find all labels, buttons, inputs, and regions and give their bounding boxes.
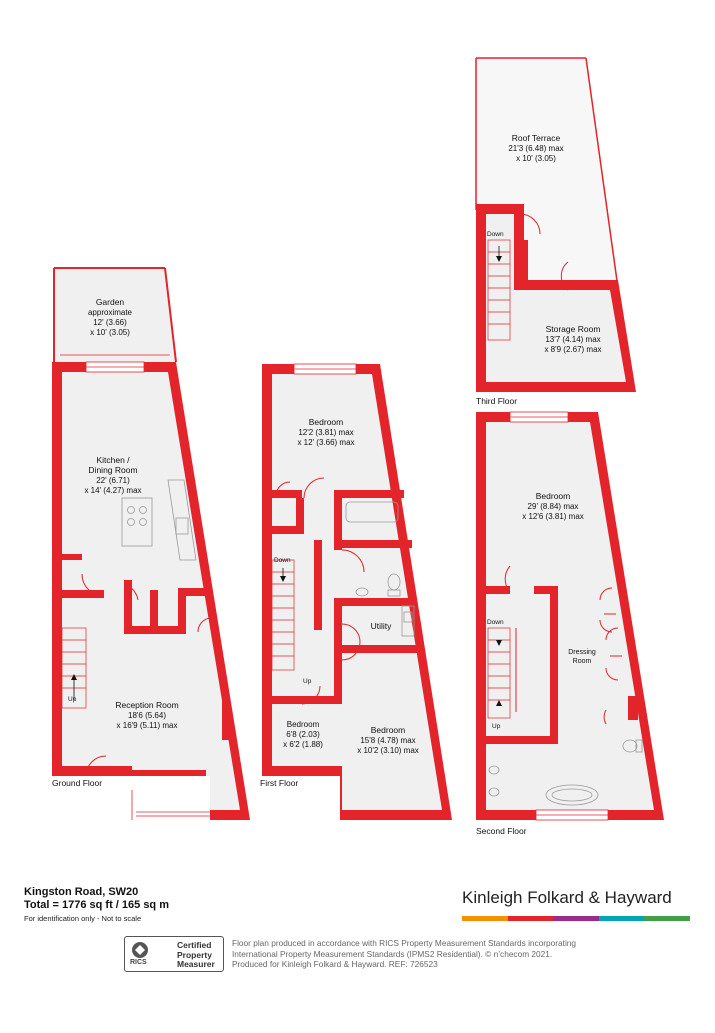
- rics-line-1: Certified: [177, 940, 212, 950]
- garden-area: [54, 268, 176, 362]
- scale-note: For identification only - Not to scale: [24, 914, 142, 923]
- bedroom1-name: Bedroom: [309, 417, 344, 427]
- first-floor-label: First Floor: [260, 778, 298, 788]
- dressing-name-2: Room: [573, 658, 592, 665]
- roof-terrace-name: Roof Terrace: [512, 133, 561, 143]
- bedroom1-label: Bedroom 12'2 (3.81) max x 12' (3.66) max: [297, 417, 354, 447]
- storage-name: Storage Room: [546, 324, 601, 334]
- storage-label: Storage Room 13'7 (4.14) max x 8'9 (2.67…: [544, 324, 601, 354]
- brand-bar-5: [644, 916, 690, 921]
- second-floor-stairs: [487, 627, 517, 719]
- rics-logo-icon: [132, 942, 148, 958]
- second-floor-plan: Bedroom 29' (8.84) max x 12'6 (3.81) max…: [476, 411, 664, 836]
- reception-dim-1: 18'6 (5.64): [128, 711, 166, 720]
- bathtub: [345, 501, 399, 523]
- kitchen-dim-1: 22' (6.71): [96, 476, 130, 485]
- first-floor-stairs: [271, 559, 295, 671]
- rics-org-text: RICS: [130, 959, 147, 966]
- disclaimer-line-1: Floor plan produced in accordance with R…: [232, 938, 577, 948]
- ground-stair-up: Up: [68, 696, 77, 703]
- reception-name: Reception Room: [115, 700, 178, 710]
- dressing-name-1: Dressing: [568, 649, 596, 656]
- bedroom-main-label: Bedroom 29' (8.84) max x 12'6 (3.81) max: [522, 491, 584, 521]
- ground-floor-plan: Garden approximate 12' (3.66) x 10' (3.0…: [52, 267, 250, 820]
- brand-bar-1: [462, 916, 508, 921]
- brand-color-bars: [462, 916, 690, 921]
- brand-bar-3: [553, 916, 599, 921]
- utility-name: Utility: [371, 621, 393, 631]
- garden-approx: approximate: [88, 308, 133, 317]
- freestanding-bath: [545, 784, 599, 806]
- kitchen-name-1: Kitchen /: [96, 455, 130, 465]
- storage-dim-1: 13'7 (4.14) max: [545, 335, 600, 344]
- roof-terrace-dim-1: 21'3 (6.48) max: [508, 144, 563, 153]
- disclaimer-text: Floor plan produced in accordance with R…: [232, 938, 592, 970]
- bedroom-small-name: Bedroom: [287, 720, 320, 729]
- bedroom2-name: Bedroom: [371, 725, 406, 735]
- garden-label: Garden approximate 12' (3.66) x 10' (3.0…: [88, 297, 133, 337]
- rics-line-3: Measurer: [177, 959, 215, 969]
- property-address: Kingston Road, SW20: [24, 886, 139, 898]
- third-floor-label: Third Floor: [476, 396, 517, 406]
- bedroom-small-label: Bedroom 6'8 (2.03) x 6'2 (1.88): [283, 720, 323, 749]
- floor-plan-drawing: Garden approximate 12' (3.66) x 10' (3.0…: [52, 57, 664, 836]
- first-stair-up: Up: [303, 678, 312, 685]
- rics-badge: RICS Certified Property Measurer: [124, 936, 224, 972]
- third-floor-interior: [486, 214, 626, 382]
- bedroom-main-dim-1: 29' (8.84) max: [528, 502, 579, 511]
- garden-name: Garden: [96, 297, 125, 307]
- rics-line-2: Property: [177, 949, 212, 960]
- agency-brand: Kinleigh Folkard & Hayward: [462, 888, 672, 907]
- wardrobes: [599, 587, 622, 725]
- second-floor-label: Second Floor: [476, 826, 527, 836]
- roof-terrace-dim-2: x 10' (3.05): [516, 154, 556, 163]
- disclaimer-line-2: International Property Measurement Stand…: [232, 948, 553, 959]
- second-stair-down: Down: [487, 619, 504, 626]
- first-floor-plan: Bedroom 12'2 (3.81) max x 12' (3.66) max…: [260, 363, 452, 820]
- utility-label: Utility: [371, 621, 393, 631]
- bedroom-main-dim-2: x 12'6 (3.81) max: [522, 512, 584, 521]
- disclaimer-line-3: Produced for Kinleigh Folkard & Hayward.…: [232, 959, 438, 970]
- bedroom-main-name: Bedroom: [536, 491, 571, 501]
- first-stair-down: Down: [274, 557, 291, 564]
- reception-label: Reception Room 18'6 (5.64) x 16'9 (5.11)…: [115, 700, 178, 730]
- bedroom1-dim-2: x 12' (3.66) max: [297, 438, 354, 447]
- utility-sink: [401, 605, 415, 637]
- bedroom-small-dim-1: 6'8 (2.03): [286, 730, 320, 739]
- bedroom1-dim-1: 12'2 (3.81) max: [298, 428, 353, 437]
- second-floor-interior: [486, 422, 654, 810]
- garden-dim-2: x 10' (3.05): [90, 328, 130, 337]
- ground-floor-stairs: [61, 627, 87, 709]
- footer: Kingston Road, SW20 Total = 1776 sq ft /…: [0, 880, 715, 1033]
- property-summary: Kingston Road, SW20 Total = 1776 sq ft /…: [24, 886, 169, 912]
- rics-certification-text: Certified Property Measurer: [177, 940, 215, 970]
- bedroom2-dim-1: 15'8 (4.78) max: [360, 736, 415, 745]
- reception-dim-2: x 16'9 (5.11) max: [117, 721, 178, 730]
- third-floor-stairs: [487, 239, 511, 341]
- bedroom2-dim-2: x 10'2 (3.10) max: [357, 746, 419, 755]
- brand-bar-4: [598, 916, 645, 921]
- kitchen-island: [121, 497, 153, 547]
- third-stair-down: Down: [487, 231, 504, 238]
- property-total-area: Total = 1776 sq ft / 165 sq m: [24, 899, 169, 911]
- ground-floor-label: Ground Floor: [52, 778, 102, 788]
- storage-dim-2: x 8'9 (2.67) max: [544, 345, 601, 354]
- garden-dim-1: 12' (3.66): [93, 318, 127, 327]
- kitchen-dim-2: x 14' (4.27) max: [84, 486, 141, 495]
- dressing-label: Dressing Room: [568, 649, 596, 665]
- bedroom-small-dim-2: x 6'2 (1.88): [283, 740, 323, 749]
- roof-terrace-label: Roof Terrace 21'3 (6.48) max x 10' (3.05…: [508, 133, 563, 163]
- kitchen-label: Kitchen / Dining Room 22' (6.71) x 14' (…: [84, 455, 141, 495]
- kitchen-name-2: Dining Room: [88, 465, 137, 475]
- brand-bar-2: [507, 916, 554, 921]
- third-floor-plan: Roof Terrace 21'3 (6.48) max x 10' (3.05…: [475, 57, 636, 406]
- bedroom2-label: Bedroom 15'8 (4.78) max x 10'2 (3.10) ma…: [357, 725, 419, 755]
- second-stair-up: Up: [492, 723, 501, 730]
